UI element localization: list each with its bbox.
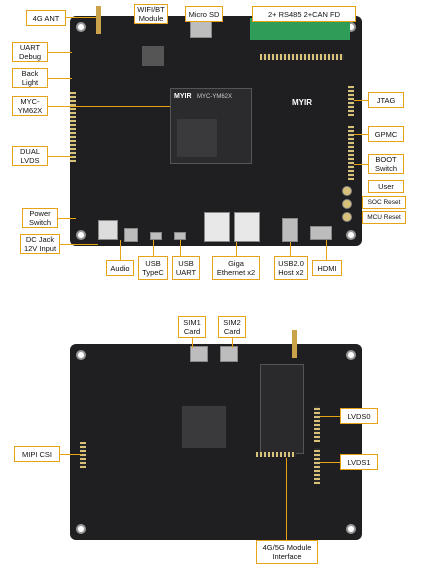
label-rs485-can: 2+ RS485 2+CAN FD [252, 6, 356, 22]
user-button [342, 186, 352, 196]
usb-typec-port [150, 232, 162, 240]
leader-line [286, 458, 287, 540]
som-module: MYIR MYC-YM62X [170, 88, 252, 164]
label-usb2-host: USB2.0 Host x2 [274, 256, 308, 280]
label-mipi-csi: MIPI CSI [14, 446, 60, 462]
gpmc-header [348, 126, 354, 180]
label-hdmi: HDMI [312, 260, 342, 276]
leader-line [66, 17, 96, 18]
mcu-reset-button [342, 212, 352, 222]
label-lvds0: LVDS0 [340, 408, 378, 424]
label-uart-debug: UART Debug [12, 42, 48, 62]
usb-uart-port [174, 232, 186, 240]
leader-line [320, 462, 340, 463]
leader-line [60, 244, 98, 245]
lvds0-connector [314, 406, 320, 442]
board-brand: MYIR [292, 98, 312, 107]
leader-line [48, 52, 72, 53]
leader-line [232, 338, 233, 348]
top-board-photo: MYIR MYC-YM62X MYIR [70, 16, 362, 246]
leader-line [58, 218, 76, 219]
label-boot-switch: BOOT Switch [368, 154, 404, 174]
leader-line [48, 106, 170, 107]
mount-hole [76, 524, 86, 534]
mipi-csi-connector [80, 442, 86, 468]
jtag-header [348, 86, 354, 116]
label-soc-reset: SOC Reset [362, 196, 406, 209]
leader-line [192, 338, 193, 348]
antenna-4g [96, 6, 101, 34]
mount-hole [76, 230, 86, 240]
terminal-block [250, 18, 350, 40]
leader-line [236, 242, 237, 256]
leader-line [354, 134, 368, 135]
som-brand: MYIR [174, 93, 192, 100]
antenna-bottom [292, 330, 297, 358]
hdmi-port [310, 226, 332, 240]
label-mcu-reset: MCU Reset [362, 211, 406, 224]
mount-hole [76, 350, 86, 360]
usb2-host-port [282, 218, 298, 242]
lvds-header [70, 92, 76, 162]
mount-hole [346, 524, 356, 534]
label-gpmc: GPMC [368, 126, 404, 142]
leader-line [48, 78, 72, 79]
leader-line [153, 240, 154, 256]
micro-sd-slot [190, 20, 212, 38]
label-usb-typec: USB TypeC [138, 256, 168, 280]
som-model: MYC-YM62X [197, 94, 233, 100]
label-wifi-bt: WIFI/BT Module [134, 4, 168, 24]
leader-line [290, 242, 291, 256]
bottom-board-photo [70, 344, 362, 540]
bottom-chip [182, 406, 226, 448]
audio-jack [124, 228, 138, 242]
leader-line [354, 100, 368, 101]
label-usb-uart: USB UART [172, 256, 200, 280]
label-myc-ym62x: MYC- YM62X [12, 96, 48, 116]
label-sim2: SIM2 Card [218, 316, 246, 338]
leader-line [326, 240, 327, 260]
leader-line [60, 454, 82, 455]
ethernet-port-1 [204, 212, 230, 242]
label-back-light: Back Light [12, 68, 48, 88]
ethernet-port-2 [234, 212, 260, 242]
label-4g-ant: 4G ANT [26, 10, 66, 26]
leader-line [320, 416, 340, 417]
mount-hole [76, 22, 86, 32]
label-giga-eth: Giga Ethernet x2 [212, 256, 260, 280]
label-micro-sd: Micro SD [185, 6, 223, 22]
label-dc-jack: DC Jack 12V Input [20, 234, 60, 254]
rs485-header [260, 54, 344, 60]
label-dual-lvds: DUAL LVDS [12, 146, 48, 166]
sim1-slot [190, 346, 208, 362]
label-lvds1: LVDS1 [340, 454, 378, 470]
mount-hole [346, 230, 356, 240]
label-user: User [368, 180, 404, 193]
leader-line [180, 240, 181, 256]
dc-jack [98, 220, 118, 240]
lvds1-connector [314, 448, 320, 484]
leader-line [48, 156, 72, 157]
soc-reset-button [342, 199, 352, 209]
sim2-slot [220, 346, 238, 362]
label-4g5g-module: 4G/5G Module Interface [256, 540, 318, 564]
label-power-switch: Power Switch [22, 208, 58, 228]
module-connector [256, 452, 296, 457]
leader-line [120, 240, 121, 260]
leader-line [354, 164, 368, 165]
label-audio: Audio [106, 260, 134, 276]
mount-hole [346, 350, 356, 360]
label-sim1: SIM1 Card [178, 316, 206, 338]
label-jtag: JTAG [368, 92, 404, 108]
module-area [260, 364, 304, 454]
wifi-module [142, 46, 164, 66]
soc-chip [177, 119, 217, 157]
